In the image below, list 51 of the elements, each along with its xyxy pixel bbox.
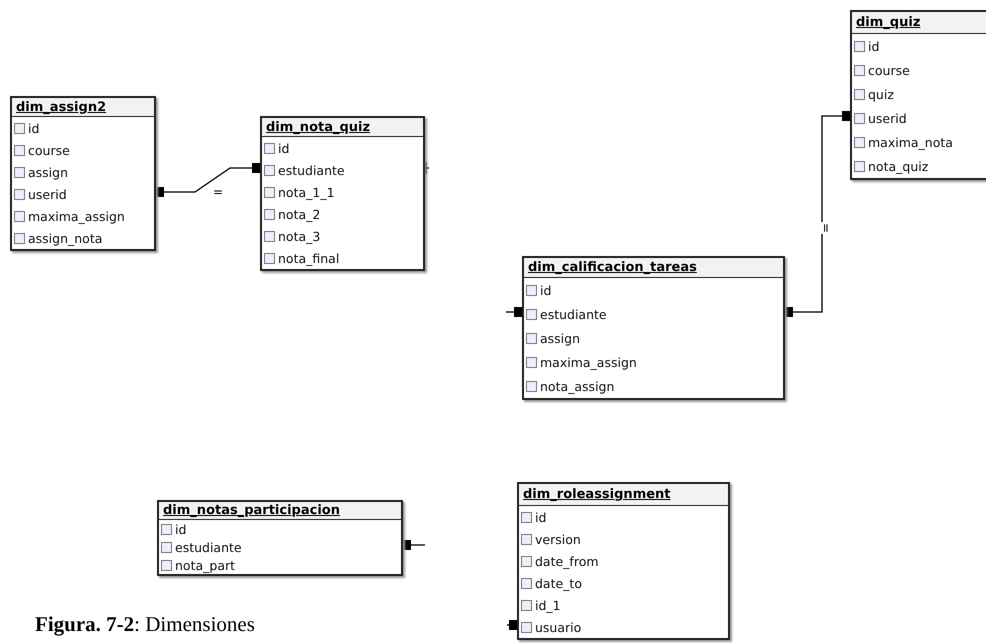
field-name: estudiante: [540, 306, 607, 322]
field-name: id_1: [535, 598, 561, 612]
field-name: quiz: [868, 86, 894, 102]
field-name: maxima_assign: [540, 354, 637, 370]
table-box: [157, 500, 403, 576]
field-name: course: [28, 142, 70, 158]
figure-caption: Figura. 7-2: Dimensiones: [35, 612, 255, 637]
table-box: [10, 96, 156, 251]
field-name: assign_nota: [28, 230, 102, 246]
field-name: id: [535, 510, 546, 524]
relationship-line: [156, 163, 260, 197]
field-name: nota_assign: [540, 378, 614, 394]
field-name: date_to: [535, 576, 582, 590]
field-name: nota_part: [175, 558, 236, 572]
field-name: nota_1_1: [278, 184, 335, 200]
field-name: id: [868, 38, 880, 54]
field-name: date_from: [535, 554, 599, 568]
table-box: [850, 10, 986, 180]
field-name: nota_2: [278, 206, 320, 222]
table-box: [260, 116, 425, 271]
table-title: dim_calificacion_tareas: [524, 258, 783, 278]
field-name: userid: [868, 110, 907, 126]
relationship-line: [785, 111, 850, 317]
field-name: estudiante: [278, 162, 345, 178]
table-title: dim_nota_quiz: [262, 118, 423, 137]
table-title: dim_notas_participacion: [159, 502, 401, 520]
field-name: usuario: [535, 620, 582, 634]
field-name: maxima_nota: [868, 134, 953, 150]
relationship-line: [425, 162, 429, 174]
field-name: id: [278, 140, 290, 156]
field-name: nota_3: [278, 228, 320, 244]
field-name: assign: [28, 164, 68, 180]
field-name: estudiante: [175, 540, 242, 554]
field-name: assign: [540, 330, 580, 346]
field-name: maxima_assign: [28, 208, 125, 224]
field-name: course: [868, 62, 910, 78]
relationship-line: [403, 540, 425, 550]
field-name: nota_final: [278, 250, 340, 266]
field-name: nota_quiz: [868, 158, 928, 174]
table-box: [517, 482, 730, 640]
field-name: userid: [28, 186, 67, 202]
table-box: [522, 256, 785, 400]
field-name: version: [535, 532, 581, 546]
table-title: dim_assign2: [12, 98, 154, 117]
table-title: dim_quiz: [852, 12, 986, 34]
field-name: id: [28, 120, 40, 136]
relationship-line: [506, 307, 522, 317]
table-title: dim_roleassignment: [519, 484, 728, 506]
field-name: id: [540, 282, 552, 298]
field-name: id: [175, 522, 186, 536]
relationship-line: [507, 620, 517, 630]
